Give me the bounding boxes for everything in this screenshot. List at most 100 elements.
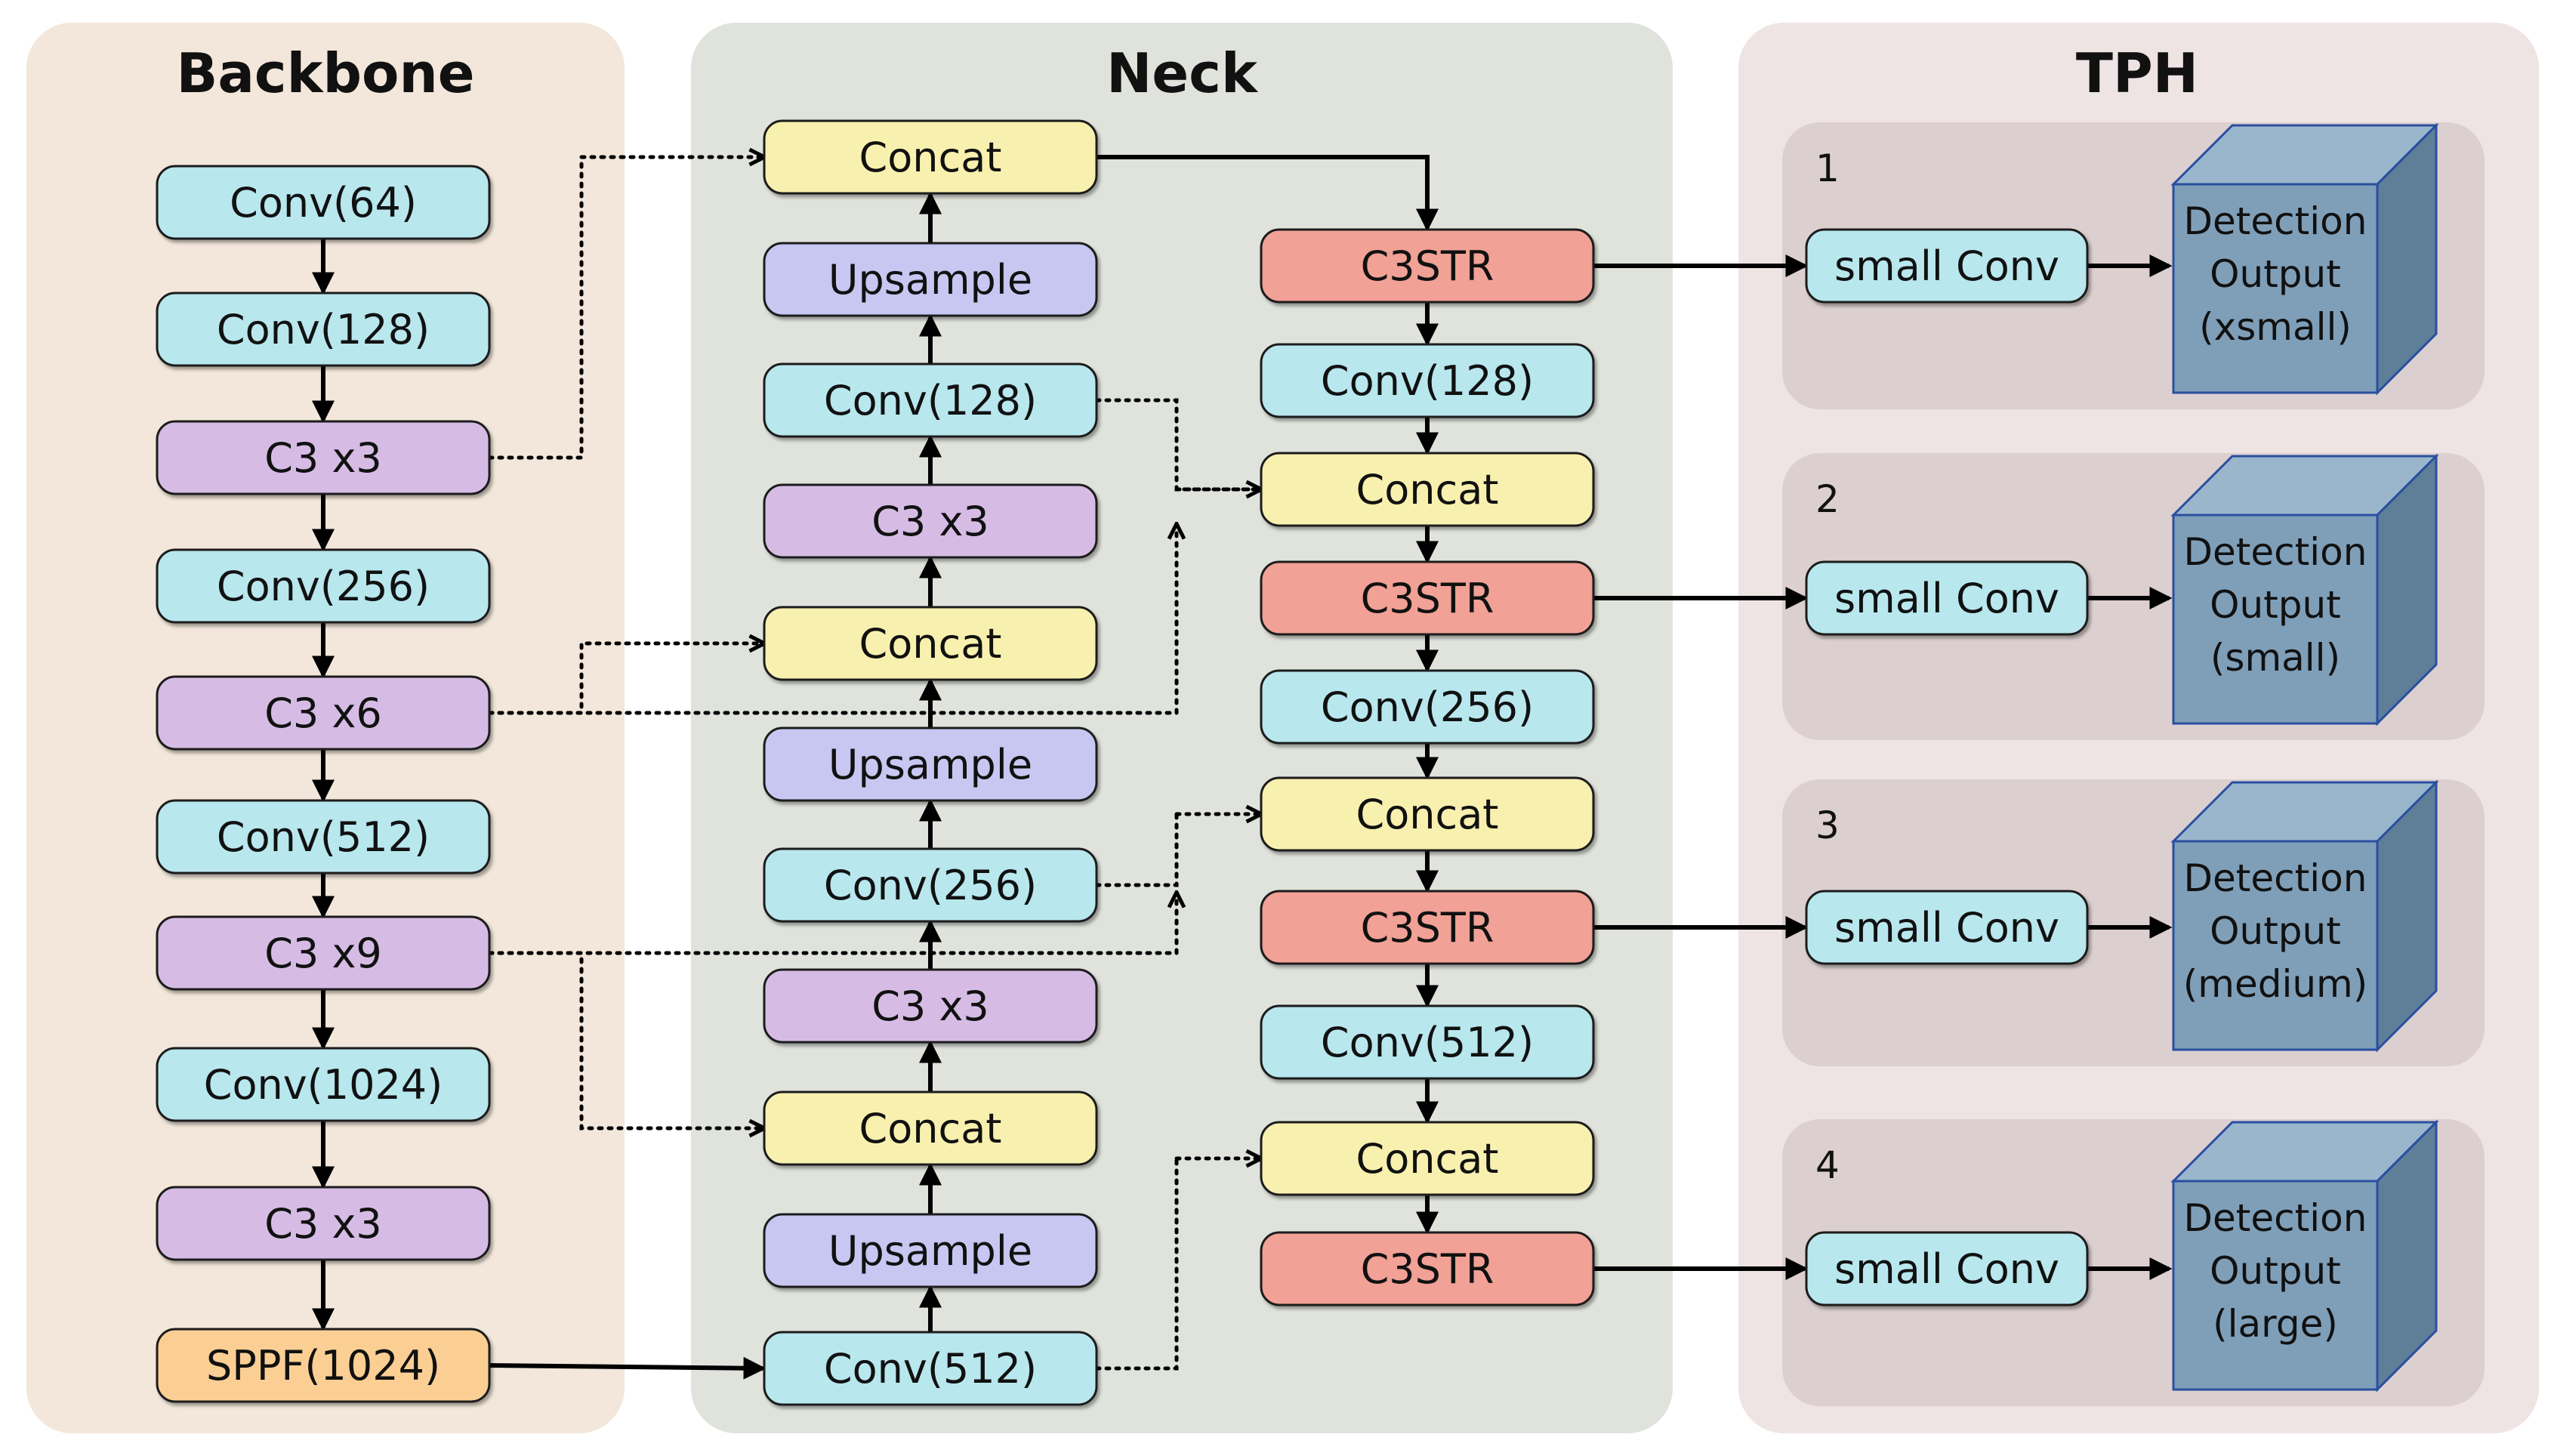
neck-c3str-block: C3STR: [1260, 1231, 1595, 1306]
backbone-conv-128-block: Conv(128): [156, 292, 491, 367]
neck-block-label: Concat: [1356, 791, 1499, 838]
detection-output-label: Output: [2210, 909, 2341, 953]
neck-conv-128-block: Conv(128): [763, 362, 1098, 438]
neck-block-label: Conv(128): [824, 377, 1037, 424]
neck-block-shape: [763, 119, 1098, 195]
detection-output-label: Detection: [2184, 1196, 2367, 1240]
connectors: [312, 157, 2173, 1380]
neck-block-shape: [1260, 776, 1595, 852]
neck-block-shape: [763, 1331, 1098, 1406]
neck-conv-512-block: Conv(512): [1260, 1004, 1595, 1080]
skip-c3x3-to-concat: [487, 157, 763, 460]
neck-block-label: Conv(256): [824, 862, 1037, 909]
small-conv-block: [1805, 228, 2089, 304]
backbone-block-label: SPPF(1024): [206, 1342, 440, 1390]
detection-output-label: (medium): [2183, 962, 2368, 1006]
backbone-block-shape: [156, 799, 491, 875]
neck-block-label: Concat: [859, 620, 1002, 668]
neck-block-label: Concat: [1356, 1135, 1499, 1183]
backbone-conv-64-block: Conv(64): [156, 165, 491, 240]
neck-block-shape: [1260, 228, 1595, 304]
neck-upsample-block: Upsample: [763, 1213, 1098, 1288]
neck-concat-block: Concat: [1260, 452, 1595, 527]
neck-block-label: C3STR: [1361, 904, 1494, 952]
panel-title-neck: Neck: [1106, 42, 1259, 105]
neck-block-shape: [1260, 669, 1595, 745]
small-conv-label: small Conv: [1834, 575, 2059, 622]
small-conv-label: small Conv: [1834, 1245, 2059, 1293]
sppf-to-neck-arrow: [489, 1356, 767, 1380]
neck-conv-128-block: Conv(128): [1260, 343, 1595, 418]
neck-block-label: Concat: [1356, 466, 1499, 514]
detection-output-label: Output: [2210, 583, 2341, 627]
panel-title-backbone: Backbone: [176, 42, 474, 105]
neck-block-shape: [1260, 1121, 1595, 1196]
neck-conv-256-block: Conv(256): [763, 847, 1098, 923]
cube-front-face: [2172, 1180, 2379, 1391]
neck-block-label: C3STR: [1361, 242, 1494, 290]
neck-block-shape: [763, 968, 1098, 1044]
backbone-block-label: C3 x6: [264, 689, 382, 737]
neck-c3str-block: C3STR: [1260, 228, 1595, 304]
head-index-label: 4: [1815, 1143, 1840, 1187]
neck-block-label: C3STR: [1361, 575, 1494, 622]
neck-block-shape: [1260, 452, 1595, 527]
cube-front-face: [2172, 840, 2379, 1051]
backbone-block-label: C3 x9: [264, 930, 382, 977]
backbone-block-shape: [156, 915, 491, 991]
detection-output-label: (small): [2210, 636, 2340, 680]
neck-c3str-block: C3STR: [1260, 890, 1595, 965]
backbone-c3-x6-block: C3 x6: [156, 675, 491, 751]
small-conv-label: small Conv: [1834, 904, 2059, 952]
neck-concat-block: Concat: [763, 1090, 1098, 1166]
backbone-block-shape: [156, 1328, 491, 1403]
backbone-conv-1024-block: Conv(1024): [156, 1047, 491, 1122]
neck-block-label: C3 x3: [871, 982, 989, 1030]
backbone-block-shape: [156, 675, 491, 751]
neck-block-shape: [1260, 890, 1595, 965]
neck-block-label: Conv(512): [1321, 1019, 1534, 1066]
neck-block-label: Upsample: [828, 256, 1032, 304]
skip-c3x9-to-concat: [487, 951, 763, 1128]
small-conv-block: [1805, 890, 2089, 965]
backbone-block-shape: [156, 548, 491, 624]
neck-c3str-block: C3STR: [1260, 560, 1595, 636]
neck-conv-512-block: Conv(512): [763, 1331, 1098, 1406]
neck-block-shape: [763, 242, 1098, 317]
head-index-label: 2: [1815, 477, 1840, 521]
neck-block-label: Conv(256): [1321, 683, 1534, 731]
neck-block-label: Concat: [859, 134, 1002, 181]
neck-concat-block: Concat: [1260, 1121, 1595, 1196]
neck-block-shape: [1260, 1004, 1595, 1080]
backbone-block-shape: [156, 1047, 491, 1122]
backbone-block-label: Conv(64): [230, 179, 417, 227]
backbone-block-label: Conv(256): [217, 563, 430, 610]
backbone-c3-x3-block: C3 x3: [156, 1186, 491, 1261]
neck-c3-x3-block: C3 x3: [763, 968, 1098, 1044]
neck-block-label: C3STR: [1361, 1245, 1494, 1293]
backbone-block-label: C3 x3: [264, 1200, 382, 1248]
neck-block-label: Upsample: [828, 741, 1032, 788]
neck-concat-block: Concat: [1260, 776, 1595, 852]
neck-block-label: Concat: [859, 1105, 1002, 1152]
backbone-c3-x3-block: C3 x3: [156, 420, 491, 495]
neck-block-label: Upsample: [828, 1227, 1032, 1275]
skip-c3x6-to-concat: [487, 643, 763, 715]
neck-conv-256-block: Conv(256): [1260, 669, 1595, 745]
small-conv-label: small Conv: [1834, 242, 2059, 290]
neck-upsample-block: Upsample: [763, 726, 1098, 802]
backbone-sppf-1024-block: SPPF(1024): [156, 1328, 491, 1403]
neck-block-label: C3 x3: [871, 498, 989, 545]
backbone-c3-x9-block: C3 x9: [156, 915, 491, 991]
backbone-block-shape: [156, 420, 491, 495]
neck-block-shape: [763, 1090, 1098, 1166]
backbone-conv-256-block: Conv(256): [156, 548, 491, 624]
